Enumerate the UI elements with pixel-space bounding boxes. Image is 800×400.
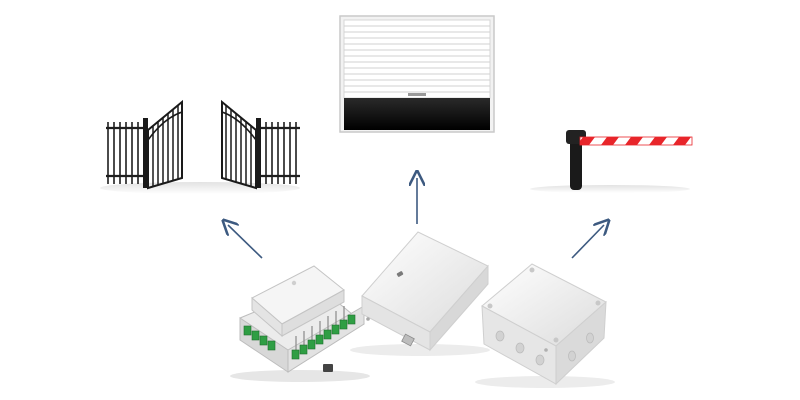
swing-gate-icon <box>100 99 300 194</box>
din-rail-module-icon <box>230 265 370 382</box>
receiver-box-icon <box>350 231 490 356</box>
barrier-arm-icon <box>530 130 693 193</box>
barrier-stripe <box>649 137 667 145</box>
barrier-stripe <box>580 137 595 145</box>
arrow-to-gate <box>228 225 263 259</box>
barrier-stripe <box>625 137 643 145</box>
roller-shutter-icon <box>339 15 495 133</box>
arrows <box>228 178 604 259</box>
arrow-to-barrier <box>571 225 604 259</box>
barrier-stripe <box>673 137 691 145</box>
barrier-stripe <box>601 137 619 145</box>
junction-box-icon <box>475 263 615 388</box>
